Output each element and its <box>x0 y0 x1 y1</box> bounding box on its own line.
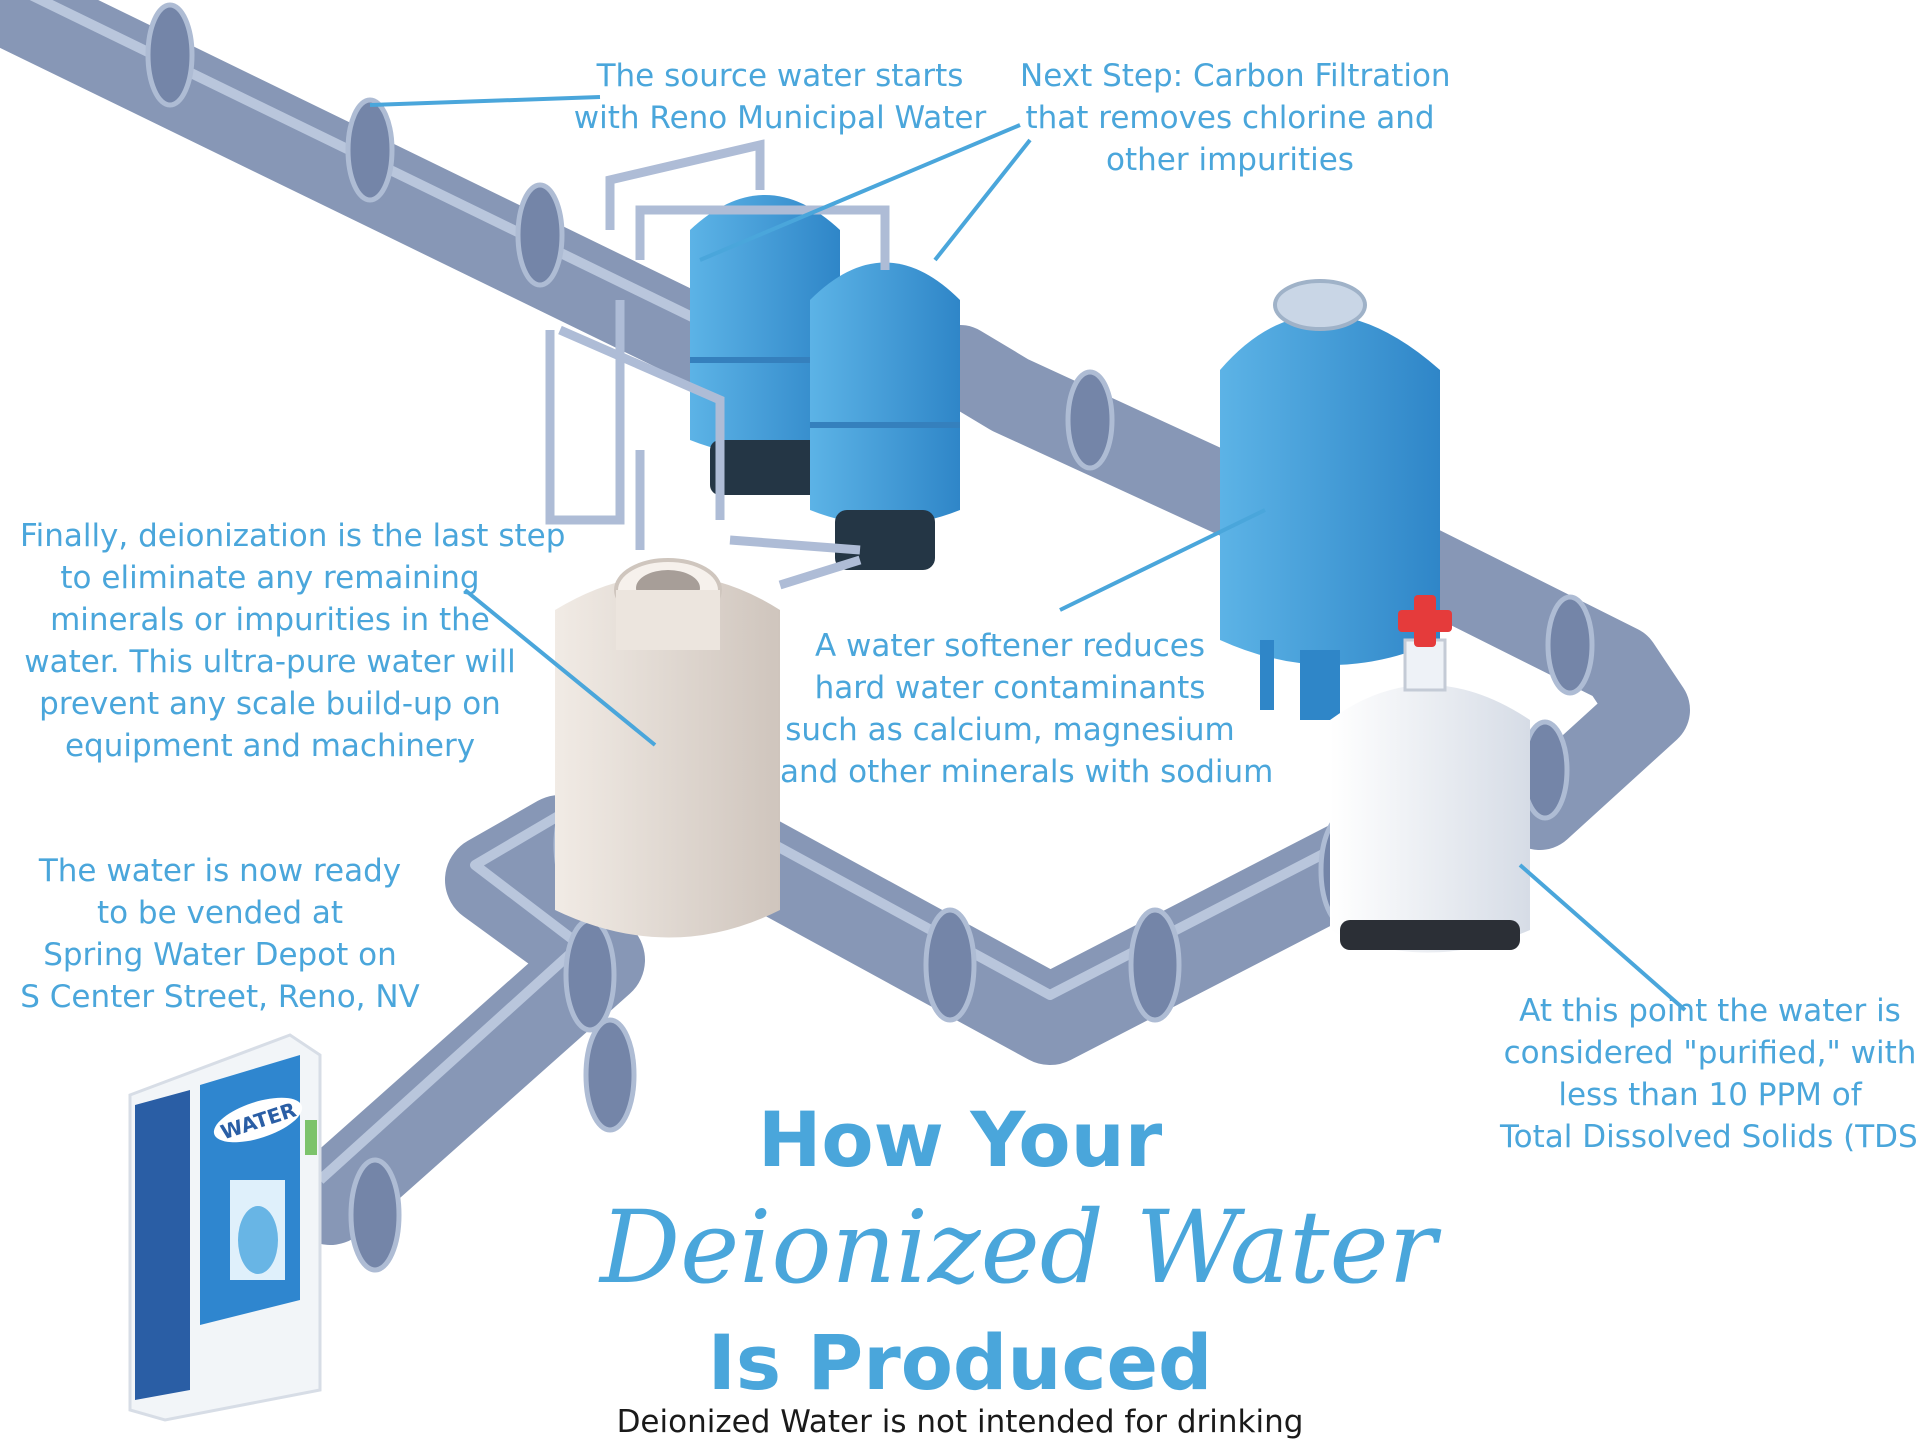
callout-line: Total Dissolved Solids (TDS.) <box>1500 1119 1920 1155</box>
callout-deionization: Finally, deionization is the last step t… <box>20 515 566 767</box>
callout-line: prevent any scale build-up on <box>39 686 501 722</box>
callout-line: hard water contaminants <box>814 670 1206 706</box>
title-line-3: Is Produced <box>707 1318 1213 1407</box>
callout-source-water: The source water starts with Reno Munici… <box>560 55 1000 139</box>
callout-line: that removes chlorine and <box>1025 100 1435 136</box>
callout-line: water. This ultra-pure water will <box>24 644 516 680</box>
callout-line: Finally, deionization is the last step <box>20 518 566 554</box>
callout-line: with Reno Municipal Water <box>573 100 987 136</box>
callout-line: S Center Street, Reno, NV <box>20 979 420 1015</box>
vending-machine: WATER <box>128 1033 322 1422</box>
callout-line: The source water starts <box>596 58 964 94</box>
callout-line: considered "purified," with <box>1503 1035 1917 1071</box>
callout-water-softener: A water softener reduces hard water cont… <box>780 625 1274 793</box>
callout-line: Spring Water Depot on <box>43 937 397 973</box>
callout-line: minerals or impurities in the <box>50 602 490 638</box>
leader-carbon-2 <box>933 138 1032 262</box>
callout-line: less than 10 PPM of <box>1558 1077 1862 1113</box>
title-line-1: How Your <box>757 1095 1163 1184</box>
leader-softener <box>1059 508 1266 612</box>
carbon-filter-tank-1 <box>690 195 840 495</box>
callout-carbon-filtration: Next Step: Carbon Filtration that remove… <box>1020 55 1451 181</box>
leader-purified <box>1518 863 1687 1012</box>
carbon-filter-tank-2 <box>810 262 960 570</box>
deionization-tank <box>555 558 780 938</box>
callout-line: such as calcium, magnesium <box>785 712 1235 748</box>
callout-line: A water softener reduces <box>815 628 1205 664</box>
disclaimer-text: Deionized Water is not intended for drin… <box>616 1404 1304 1440</box>
callout-line: to eliminate any remaining <box>60 560 480 596</box>
source-pipe <box>0 0 803 413</box>
bottom-connector-pipe <box>675 787 1405 1065</box>
title-line-2: Deionized Water <box>600 1189 1437 1306</box>
manifold-tubes <box>545 139 890 590</box>
purifier-tank <box>1330 595 1530 953</box>
callout-vended: The water is now ready to be vended at S… <box>20 850 420 1018</box>
callout-purified: At this point the water is considered "p… <box>1500 990 1920 1158</box>
callout-line: Next Step: Carbon Filtration <box>1020 58 1451 94</box>
callout-line: to be vended at <box>96 895 344 931</box>
leader-source <box>369 95 601 107</box>
callout-line: equipment and machinery <box>64 728 476 764</box>
callout-line: and other minerals with sodium <box>780 754 1274 790</box>
leader-carbon-1 <box>699 123 1021 262</box>
leader-lines <box>369 95 1687 1012</box>
callout-line: At this point the water is <box>1519 993 1901 1029</box>
leader-deionization <box>463 588 657 747</box>
carbon-to-softener-pipe <box>920 325 1300 550</box>
callout-line: The water is now ready <box>38 853 402 889</box>
callout-line: other impurities <box>1106 142 1354 178</box>
water-softener-tank <box>1220 279 1440 720</box>
